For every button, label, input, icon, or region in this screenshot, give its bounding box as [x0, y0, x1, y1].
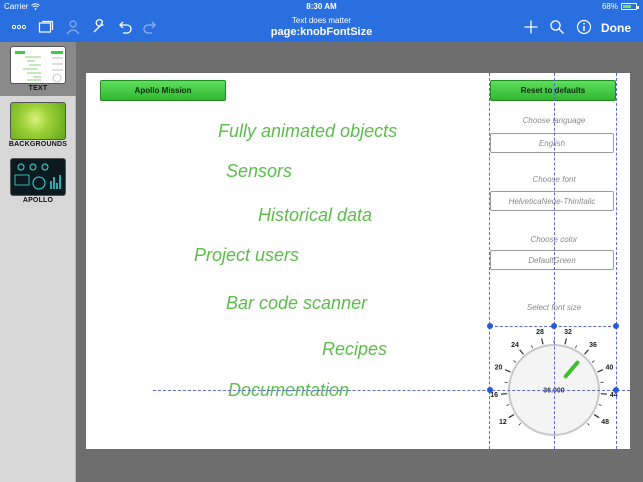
battery-icon: [621, 3, 639, 10]
knob-tick: [564, 338, 567, 345]
resize-handle[interactable]: [613, 323, 619, 329]
knob-tick: [504, 369, 511, 373]
feature-label[interactable]: Fully animated objects: [218, 121, 398, 141]
knob-tick: [513, 360, 517, 363]
knob-tick: [519, 349, 524, 355]
guide-line: [616, 73, 617, 449]
status-bar: Carrier 8:30 AM 68%: [0, 0, 643, 13]
color-label: Choose color: [530, 235, 578, 244]
sidebar-item-label: APOLLO: [22, 197, 54, 204]
sidebar-item-text[interactable]: TEXT: [0, 46, 76, 92]
text-page-thumbnail: [10, 46, 66, 84]
feature-label[interactable]: Project users: [194, 245, 300, 265]
resize-handle[interactable]: [613, 387, 619, 393]
add-icon[interactable]: [522, 18, 540, 36]
more-icon[interactable]: [10, 18, 28, 36]
undo-icon[interactable]: [116, 18, 134, 36]
carrier-info: Carrier: [4, 2, 41, 11]
color-field[interactable]: DefaultGreen: [490, 250, 614, 270]
knob-tick: [597, 369, 604, 373]
knob-tick: [574, 345, 578, 349]
knob-tick-label: 16: [490, 392, 498, 399]
knob-tick-labels: 12 16 20 24 28 32 36 40 44 48: [490, 329, 618, 426]
knob-tick: [584, 349, 589, 355]
reset-defaults-button[interactable]: Reset to defaults: [490, 80, 616, 101]
navigation-bar: Text does matter page:knobFontSize Done: [0, 13, 643, 42]
document-title: Text does matter page:knobFontSize: [0, 16, 643, 38]
knob-tick-label: 12: [499, 419, 507, 426]
knob-tick-label: 24: [511, 342, 519, 349]
sidebar-item-label: BACKGROUNDS: [8, 141, 68, 148]
document-subtitle: Text does matter: [291, 16, 352, 25]
guide-line: [489, 73, 490, 449]
knob-tick-label: 44: [610, 392, 618, 399]
guide-line: [554, 73, 555, 449]
battery-fill: [623, 5, 631, 8]
knob-tick-label: 48: [601, 419, 609, 426]
resize-handle[interactable]: [487, 323, 493, 329]
knob-tick-label: 32: [564, 329, 572, 336]
knob-tick: [518, 422, 522, 426]
sidebar-item-backgrounds[interactable]: BACKGROUNDS: [0, 102, 76, 148]
redo-icon[interactable]: [141, 18, 159, 36]
done-button[interactable]: Done: [601, 21, 631, 35]
knob-tick: [508, 414, 515, 419]
language-field[interactable]: English: [490, 133, 614, 153]
page-canvas[interactable]: Apollo Mission Reset to defaults Fully a…: [86, 73, 630, 449]
page-sidebar: TEXT BACKGROUNDS APOLLO: [0, 42, 76, 482]
knob-tick-label: 36: [589, 342, 597, 349]
search-icon[interactable]: [548, 18, 566, 36]
page-title: page:knobFontSize: [270, 26, 373, 38]
knob-ticks: [501, 338, 607, 426]
knob-tick: [530, 345, 534, 349]
sidebar-item-apollo[interactable]: APOLLO: [0, 158, 76, 204]
sidebar-item-label: TEXT: [28, 85, 48, 92]
info-icon[interactable]: [575, 18, 593, 36]
feature-label[interactable]: Historical data: [258, 205, 373, 225]
knob-tick: [591, 360, 595, 363]
wifi-icon: [31, 3, 41, 10]
guide-line: [153, 390, 630, 391]
wrench-icon[interactable]: [90, 18, 108, 36]
clock: 8:30 AM: [306, 2, 337, 11]
font-label: Choose font: [532, 175, 576, 184]
carrier-label: Carrier: [4, 2, 29, 11]
knob-tick: [586, 422, 590, 426]
knob-tick-label: 40: [606, 365, 614, 372]
knob-tick-label: 28: [536, 329, 544, 336]
knob-tick: [541, 338, 544, 345]
knob-tick: [506, 404, 510, 406]
resize-handle[interactable]: [487, 387, 493, 393]
apollo-page-thumbnail: [10, 158, 66, 196]
apollo-mission-button[interactable]: Apollo Mission: [100, 80, 226, 101]
knob-tick-label: 20: [495, 365, 503, 372]
users-icon[interactable]: [64, 18, 82, 36]
resize-handle[interactable]: [551, 323, 557, 329]
knob-tick: [598, 404, 602, 406]
backgrounds-page-thumbnail: [10, 102, 66, 140]
knob-tick: [593, 414, 600, 419]
font-field[interactable]: HelveticaNeue-ThinItalic: [490, 191, 614, 211]
feature-label[interactable]: Recipes: [322, 339, 388, 359]
feature-label[interactable]: Bar code scanner: [226, 293, 368, 313]
battery-info: 68%: [601, 2, 639, 11]
feature-label[interactable]: Sensors: [226, 161, 293, 181]
knob-indicator: [563, 360, 580, 379]
battery-percent: 68%: [601, 2, 618, 11]
pages-icon[interactable]: [37, 18, 55, 36]
